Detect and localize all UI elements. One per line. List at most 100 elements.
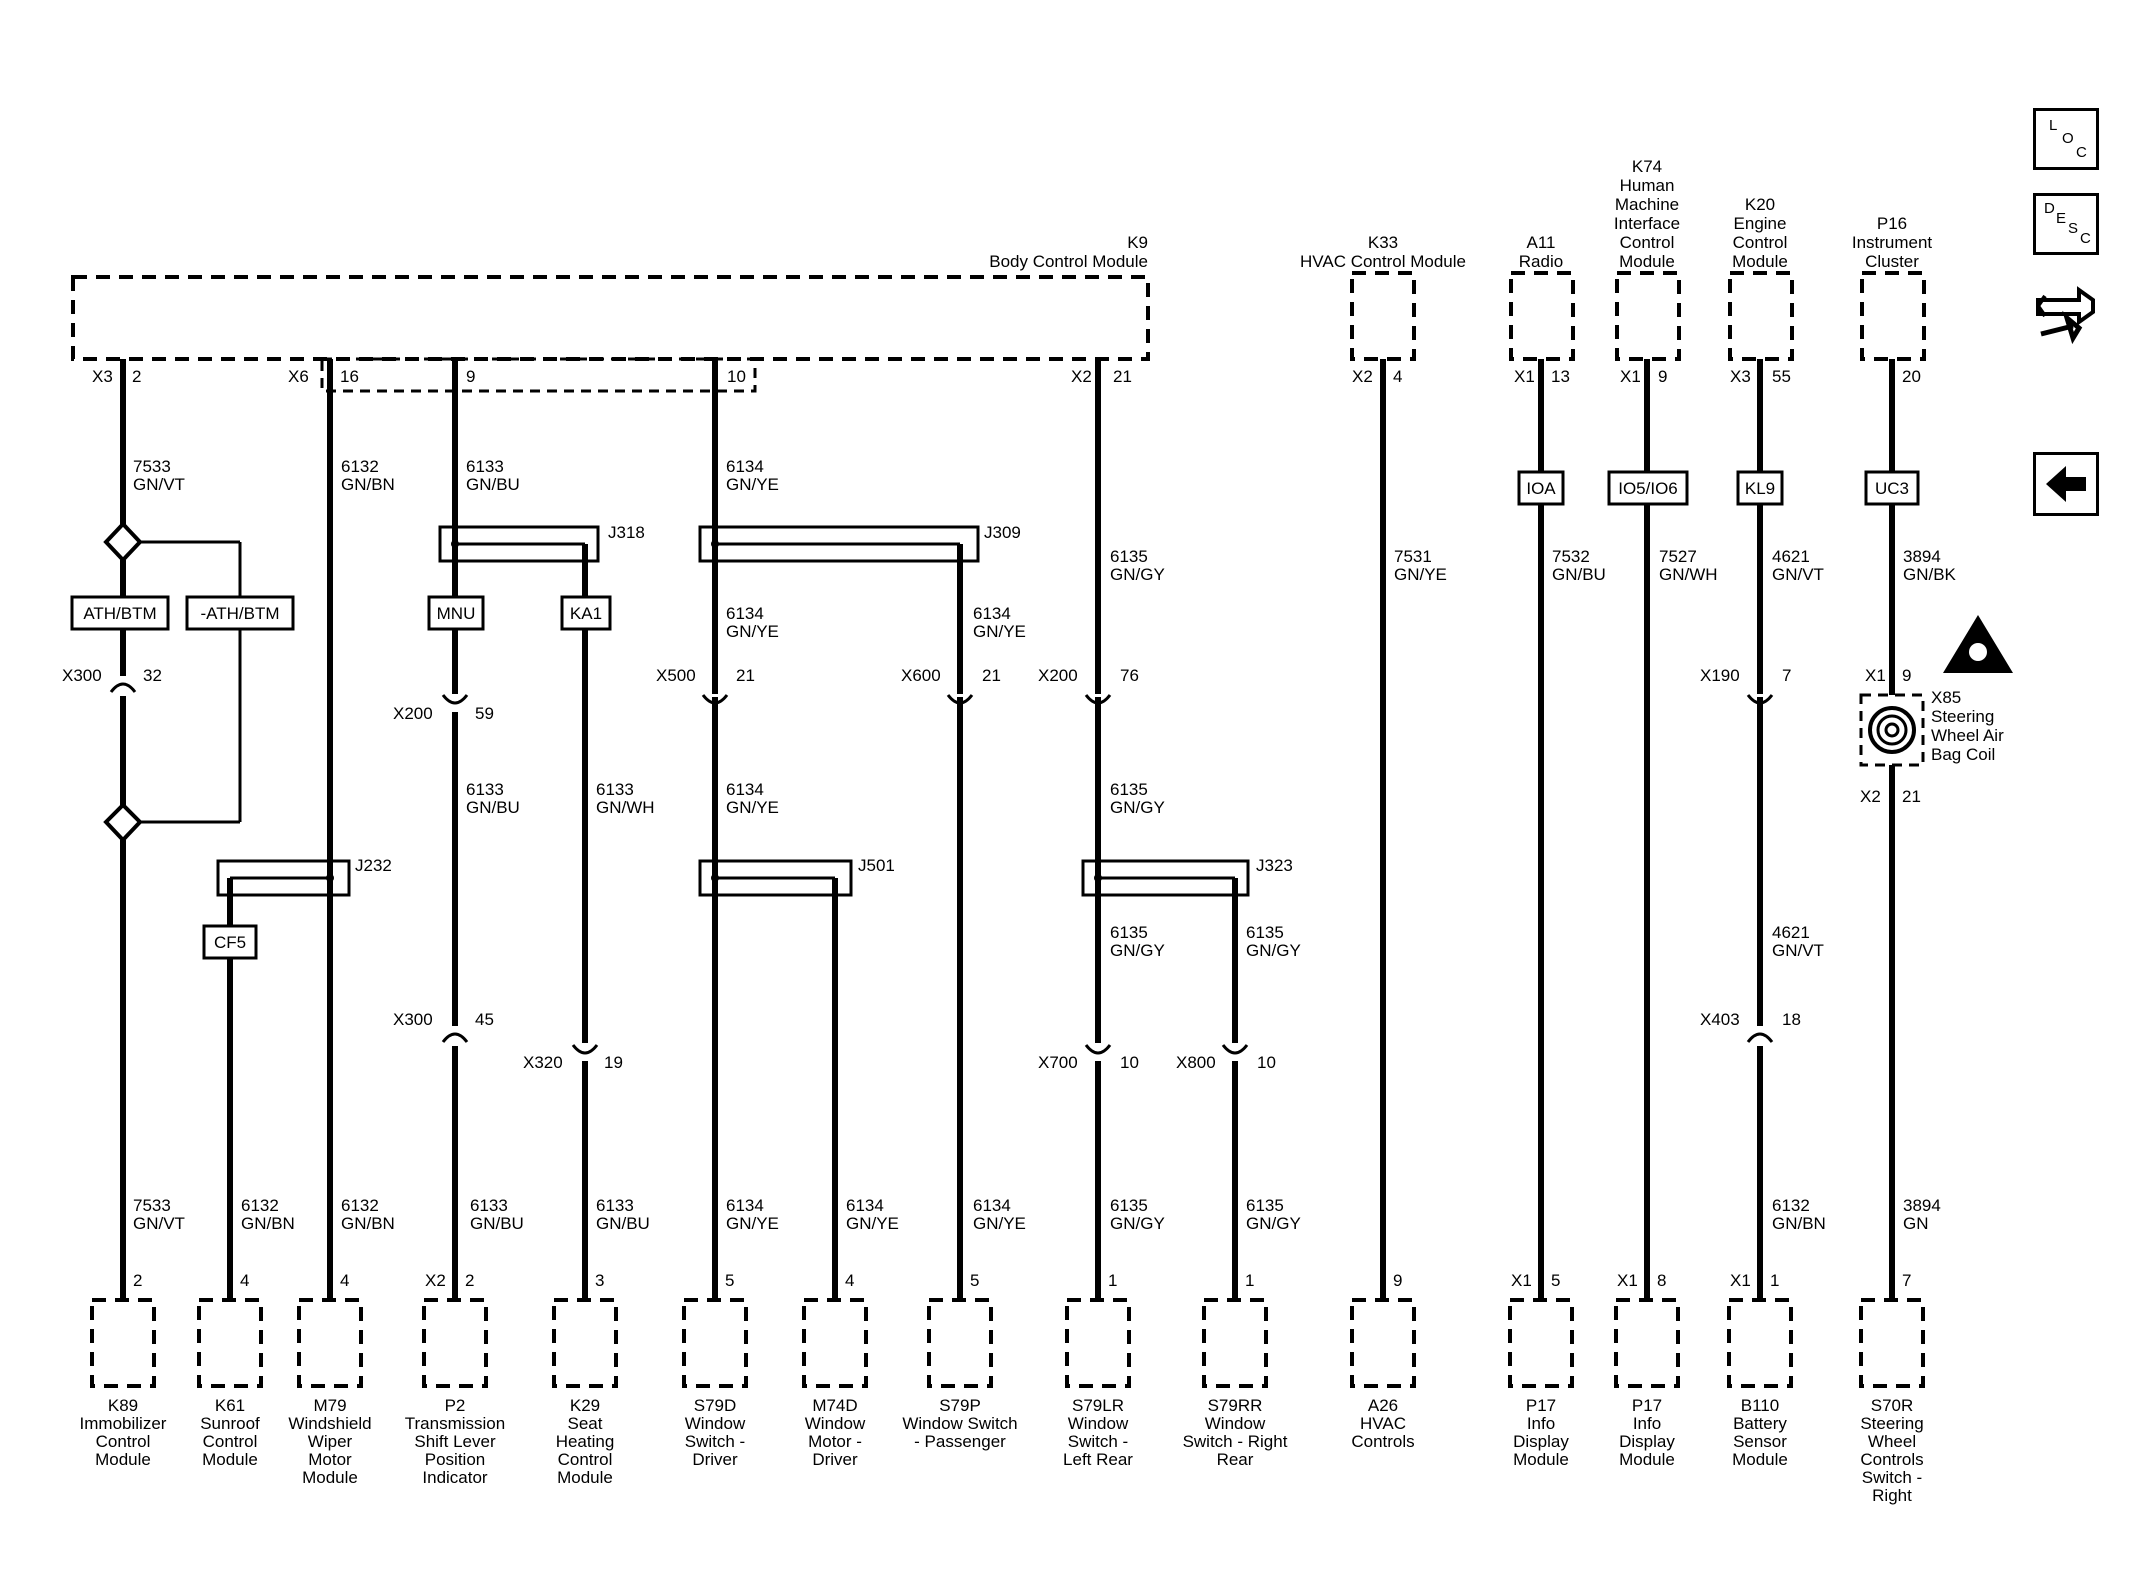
module-ref: P17 (1526, 1396, 1556, 1415)
svg-text:7533: 7533 (133, 1196, 171, 1215)
module-ref: P2 (445, 1396, 466, 1415)
module-pin: 5 (725, 1271, 734, 1290)
module-name-line: Position (425, 1450, 485, 1469)
svg-text:7532: 7532 (1552, 547, 1590, 566)
svg-text:GN/GY: GN/GY (1110, 798, 1165, 817)
module-ref: B110 (1741, 1396, 1779, 1415)
module-name-line: Controls (1351, 1432, 1414, 1451)
splice-j318 (438, 525, 600, 563)
wire-7533-number: 7533 (133, 457, 171, 476)
svg-text:GN/BU: GN/BU (466, 475, 520, 494)
connector-x300-symbol (109, 682, 137, 693)
module-pin: 9 (1393, 1271, 1402, 1290)
svg-text:HVAC Control Module: HVAC Control Module (1300, 252, 1466, 271)
svg-text:IO5/IO6: IO5/IO6 (1618, 479, 1678, 498)
circuit-6135: 6135 GN/GY X200 76 6135 GN/GY J323 6135 … (1038, 359, 1301, 1300)
svg-text:X300: X300 (393, 1010, 433, 1029)
module-name-line: Window Switch (902, 1414, 1017, 1433)
svg-text:6134: 6134 (726, 457, 764, 476)
svg-text:3894: 3894 (1903, 1196, 1941, 1215)
conn-x2: X2 (1071, 367, 1092, 386)
module-name-line: Window (1205, 1414, 1266, 1433)
p16-instrument-cluster: P16 Instrument Cluster 20 UC3 3894 GN/BK… (1852, 214, 2013, 1300)
module-name-line: Window (1068, 1414, 1129, 1433)
svg-text:Machine: Machine (1615, 195, 1679, 214)
svg-text:6133: 6133 (466, 780, 504, 799)
splice-j323 (1081, 859, 1250, 897)
module-box (802, 1298, 868, 1388)
k9-ref: K9 (1127, 233, 1148, 252)
circuit-7533: 7533 GN/VT ATH/BTM -ATH/BTM X300 32 7533… (62, 359, 295, 1300)
svg-text:4621: 4621 (1772, 923, 1810, 942)
svg-text:20: 20 (1902, 367, 1921, 386)
a11-module-box (1509, 271, 1575, 361)
svg-text:X700: X700 (1038, 1053, 1078, 1072)
svg-text:9: 9 (1902, 666, 1911, 685)
svg-text:6134: 6134 (973, 1196, 1011, 1215)
svg-text:6135: 6135 (1110, 780, 1148, 799)
module-name-line: Control (558, 1450, 613, 1469)
svg-text:Bag Coil: Bag Coil (1931, 745, 1995, 764)
module-box (1350, 1298, 1416, 1388)
svg-text:GN/VT: GN/VT (1772, 941, 1824, 960)
loc-button[interactable]: L O C (2033, 108, 2099, 170)
desc-button[interactable]: D E S C (2033, 193, 2099, 255)
back-button[interactable] (2033, 452, 2099, 516)
svg-text:UC3: UC3 (1875, 479, 1909, 498)
module-box (1859, 1298, 1925, 1388)
module-name-line: Control (96, 1432, 151, 1451)
module-pin: 4 (340, 1271, 349, 1290)
svg-text:GN/BU: GN/BU (596, 1214, 650, 1233)
svg-text:GN/YE: GN/YE (973, 1214, 1026, 1233)
module-box (682, 1298, 748, 1388)
module-box (1202, 1298, 1268, 1388)
svg-text:55: 55 (1772, 367, 1791, 386)
svg-text:GN/BN: GN/BN (341, 475, 395, 494)
module-connector: X1 (1617, 1271, 1638, 1290)
k20-engine-control-module: K20 Engine Control Module X3 55 KL9 4621… (1700, 195, 1826, 1300)
pin-16: 16 (340, 367, 359, 386)
module-box (422, 1298, 488, 1388)
svg-text:X320: X320 (523, 1053, 563, 1072)
svg-text:4: 4 (1393, 367, 1402, 386)
svg-text:18: 18 (1782, 1010, 1801, 1029)
module-name-line: Module (1732, 1450, 1788, 1469)
p16-module-box (1860, 271, 1926, 361)
module-connector: X2 (425, 1271, 446, 1290)
svg-text:GN/GY: GN/GY (1110, 941, 1165, 960)
bottom-modules: 2K89ImmobilizerControlModule4K61SunroofC… (80, 1271, 1925, 1505)
svg-text:6132: 6132 (241, 1196, 279, 1215)
conn-x300: X300 (62, 666, 102, 685)
svg-text:GN/BN: GN/BN (241, 1214, 295, 1233)
connector-x800-symbol (1221, 1044, 1249, 1055)
svg-text:Control: Control (1620, 233, 1675, 252)
option-ka1 (560, 595, 612, 631)
svg-text:J501: J501 (858, 856, 895, 875)
svg-text:P16: P16 (1877, 214, 1907, 233)
module-name-line: Shift Lever (414, 1432, 496, 1451)
k74-hmi-control-module: K74 Human Machine Interface Control Modu… (1607, 157, 1718, 1300)
svg-text:GN/GY: GN/GY (1246, 941, 1301, 960)
module-name-line: Heating (556, 1432, 615, 1451)
svg-text:9: 9 (1658, 367, 1667, 386)
module-name-line: Module (302, 1468, 358, 1487)
svg-text:Cluster: Cluster (1865, 252, 1919, 271)
svg-text:10: 10 (1120, 1053, 1139, 1072)
svg-text:-ATH/BTM: -ATH/BTM (200, 604, 279, 623)
diagnostic-tool-button[interactable] (2033, 276, 2103, 348)
splice-j309 (698, 525, 980, 563)
module-pin: 3 (595, 1271, 604, 1290)
module-name-line: Rear (1217, 1450, 1254, 1469)
module-name-line: Steering (1860, 1414, 1923, 1433)
module-ref: S79P (939, 1396, 981, 1415)
module-name-line: Info (1633, 1414, 1661, 1433)
module-box (90, 1298, 156, 1388)
